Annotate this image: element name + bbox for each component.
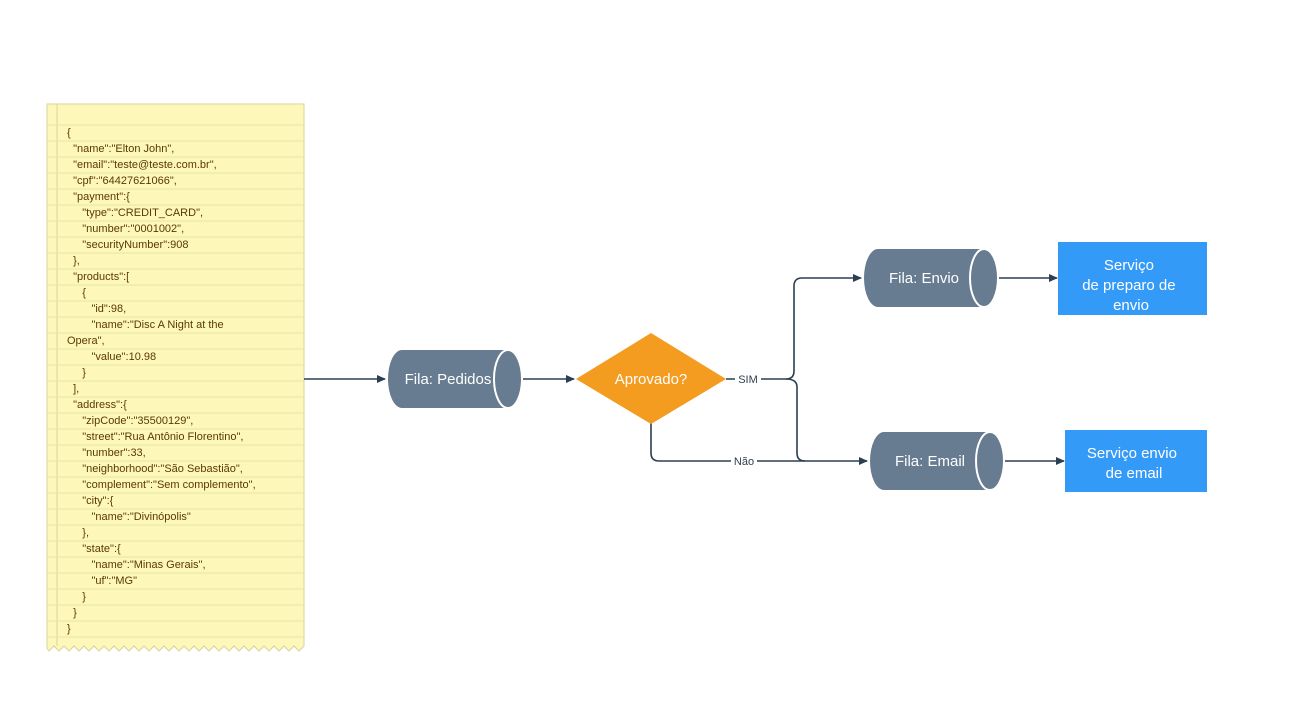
note-line: } xyxy=(67,367,86,379)
service-envio-email[interactable]: Serviço envio de email xyxy=(1065,430,1207,492)
note-line: "number":33, xyxy=(67,447,146,459)
label-bg-nao xyxy=(731,453,757,468)
edge-nao-to-email xyxy=(650,422,805,462)
queue-label-email: Fila: Email xyxy=(895,453,965,470)
note-line: } xyxy=(67,623,71,635)
note-line: } xyxy=(67,607,77,619)
note-line: "street":"Rua Antônio Florentino", xyxy=(67,431,243,443)
queue-fila-envio[interactable]: Fila: Envio xyxy=(864,248,999,308)
note-line: "uf":"MG" xyxy=(67,575,137,587)
note-line: "name":"Divinópolis" xyxy=(67,511,191,523)
json-note: { "name":"Elton John", "email":"teste@te… xyxy=(46,103,305,652)
edge-sim-to-envio xyxy=(726,274,862,380)
note-line: "complement":"Sem complemento", xyxy=(67,479,256,491)
note-line: "name":"Disc A Night at the xyxy=(67,319,224,331)
edge-sim-to-email xyxy=(785,378,868,465)
edge-label-sim: SIM xyxy=(738,374,758,386)
note-rules xyxy=(47,124,304,638)
note-line: { xyxy=(67,287,86,299)
queue-fila-email[interactable]: Fila: Email xyxy=(870,431,1005,491)
decision-aprovado[interactable]: Aprovado? xyxy=(576,333,726,424)
note-line: "email":"teste@teste.com.br", xyxy=(67,159,217,171)
note-line: "city":{ xyxy=(67,495,114,507)
note-line: "type":"CREDIT_CARD", xyxy=(67,207,203,219)
service-envio-line-3: envio xyxy=(1113,297,1149,314)
label-bg-sim xyxy=(735,371,761,386)
edges: SIM Não xyxy=(304,274,1065,468)
service-envio-line-2: de preparo de xyxy=(1082,277,1175,294)
note-line: }, xyxy=(67,527,89,539)
note-paper xyxy=(46,103,305,652)
note-line: { xyxy=(67,127,71,139)
service-email-line-2: de email xyxy=(1106,465,1163,482)
note-line: "neighborhood":"São Sebastião", xyxy=(67,463,243,475)
note-line: }, xyxy=(67,255,80,267)
note-line: ], xyxy=(67,383,79,395)
queue-label-pedidos: Fila: Pedidos xyxy=(405,371,492,388)
note-line: "name":"Minas Gerais", xyxy=(67,559,206,571)
decision-label: Aprovado? xyxy=(615,371,688,388)
note-line: "zipCode":"35500129", xyxy=(67,415,193,427)
note-line: "value":10.98 xyxy=(67,351,156,363)
service-email-label: Serviço envio de email xyxy=(1087,445,1181,482)
note-line: "securityNumber":908 xyxy=(67,239,189,251)
note-line: "number":"0001002", xyxy=(67,223,184,235)
queue-fila-pedidos[interactable]: Fila: Pedidos xyxy=(388,349,523,409)
note-line: } xyxy=(67,591,86,603)
queue-label-envio: Fila: Envio xyxy=(889,270,959,287)
note-line: "payment":{ xyxy=(67,191,130,203)
service-preparo-envio[interactable]: Serviço de preparo de envio xyxy=(1058,242,1207,315)
note-line: "id":98, xyxy=(67,303,126,315)
note-line: "products":[ xyxy=(67,271,129,283)
note-line: "cpf":"64427621066", xyxy=(67,175,177,187)
service-envio-label: Serviço de preparo de envio xyxy=(1082,257,1180,314)
note-line: "address":{ xyxy=(67,399,127,411)
note-line: "state":{ xyxy=(67,543,121,555)
note-line: Opera", xyxy=(67,335,105,347)
note-text: { "name":"Elton John", "email":"teste@te… xyxy=(67,127,256,635)
edge-label-nao: Não xyxy=(734,456,754,468)
service-envio-line-1: Serviço xyxy=(1104,257,1154,274)
note-line: "name":"Elton John", xyxy=(67,143,174,155)
service-email-line-1: Serviço envio xyxy=(1087,445,1177,462)
